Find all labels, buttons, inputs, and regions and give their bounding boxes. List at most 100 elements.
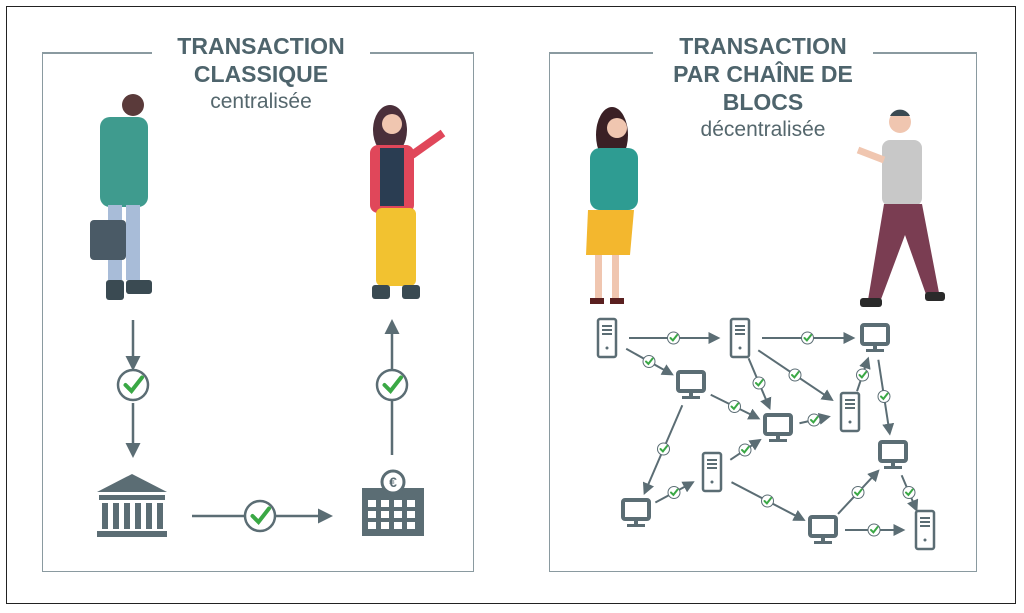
title-line: PAR CHAÎNE DE BLOCS — [673, 61, 853, 115]
window — [381, 522, 389, 529]
monitor-icon — [763, 413, 793, 442]
check-icon — [657, 442, 670, 456]
monitor-base — [627, 524, 645, 527]
bank-icon — [97, 474, 167, 537]
divider — [873, 52, 977, 54]
server-slot — [920, 525, 930, 527]
bank-column — [146, 503, 152, 529]
check-icon — [116, 368, 150, 402]
check-icon — [667, 331, 680, 345]
window — [368, 500, 376, 507]
server-led — [738, 346, 742, 350]
check-icon — [788, 368, 802, 382]
server-body — [596, 317, 618, 359]
check-mark — [858, 371, 868, 379]
window — [407, 522, 415, 529]
check-icon — [801, 331, 814, 345]
check-icon — [752, 376, 766, 390]
monitor-screen — [860, 323, 890, 346]
server-slot — [735, 325, 745, 327]
undefined — [243, 499, 277, 533]
monitor-base — [814, 541, 832, 544]
monitor-stand — [689, 391, 693, 396]
check-icon — [642, 355, 656, 368]
classic-flow: € — [97, 319, 424, 537]
check-mark — [791, 371, 800, 379]
monitor-base — [769, 439, 787, 442]
server-slot — [602, 329, 612, 331]
check-mark — [880, 392, 889, 401]
check-icon — [867, 523, 881, 537]
check-mark — [123, 375, 144, 395]
classic-panel — [42, 52, 474, 572]
server-body — [839, 391, 861, 433]
window — [368, 522, 376, 529]
server-slot — [735, 333, 745, 335]
blockchain-title: TRANSACTION PAR CHAÎNE DE BLOCS décentra… — [653, 32, 873, 144]
server-icon — [596, 317, 618, 359]
window — [407, 500, 415, 507]
server-body — [701, 451, 723, 493]
woman-pointing — [370, 105, 446, 299]
monitor-screen — [878, 440, 908, 463]
window — [394, 522, 402, 529]
bank-base — [97, 531, 167, 537]
check-mark — [669, 334, 679, 342]
server-slot — [845, 399, 855, 401]
check-icon — [667, 486, 681, 499]
server-slot — [602, 333, 612, 335]
check-mark — [763, 497, 773, 505]
bank-column — [113, 503, 119, 529]
server-slot — [602, 325, 612, 327]
window — [368, 511, 376, 518]
bank-roof — [97, 474, 167, 492]
image-frame — [6, 6, 1016, 604]
check-mark — [382, 375, 403, 395]
check-mark — [803, 334, 813, 342]
monitor-stand — [873, 344, 877, 349]
bank-column — [102, 503, 108, 529]
undefined — [375, 368, 409, 402]
check-icon — [728, 400, 741, 413]
monitor-stand — [634, 519, 638, 524]
monitor-stand — [891, 461, 895, 466]
check-mark — [870, 526, 879, 534]
bank-column — [124, 503, 130, 529]
check-mark — [905, 488, 914, 497]
monitor-icon — [808, 515, 838, 544]
check-icon — [851, 486, 865, 499]
bank-column — [135, 503, 141, 529]
divider — [549, 52, 653, 54]
server-slot — [920, 517, 930, 519]
server-slot — [920, 521, 930, 523]
blockchain-network — [596, 317, 936, 551]
man-with-briefcase — [90, 94, 152, 300]
monitor-screen — [808, 515, 838, 538]
server-icon — [701, 451, 723, 493]
subtitle: centralisée — [210, 90, 312, 113]
classic-title: TRANSACTION CLASSIQUE centralisée — [152, 32, 370, 116]
euro-bank-icon: € — [362, 469, 424, 536]
server-icon — [914, 509, 936, 551]
check-icon — [738, 443, 752, 457]
server-led — [710, 480, 714, 484]
undefined — [116, 368, 150, 402]
bank-beam — [99, 495, 165, 500]
check-icon — [902, 486, 916, 499]
check-mark — [741, 446, 750, 454]
server-icon — [729, 317, 751, 359]
woman-with-phone — [586, 107, 638, 304]
monitor-screen — [763, 413, 793, 436]
monitor-screen — [676, 370, 706, 393]
server-body — [914, 509, 936, 551]
divider — [42, 52, 152, 54]
subtitle: décentralisée — [700, 118, 826, 141]
check-icon — [877, 390, 891, 403]
check-mark — [670, 488, 679, 497]
monitor-stand — [821, 536, 825, 541]
check-mark — [810, 416, 819, 424]
check-icon — [807, 413, 821, 427]
monitor-icon — [621, 498, 651, 527]
check-icon — [761, 494, 774, 508]
